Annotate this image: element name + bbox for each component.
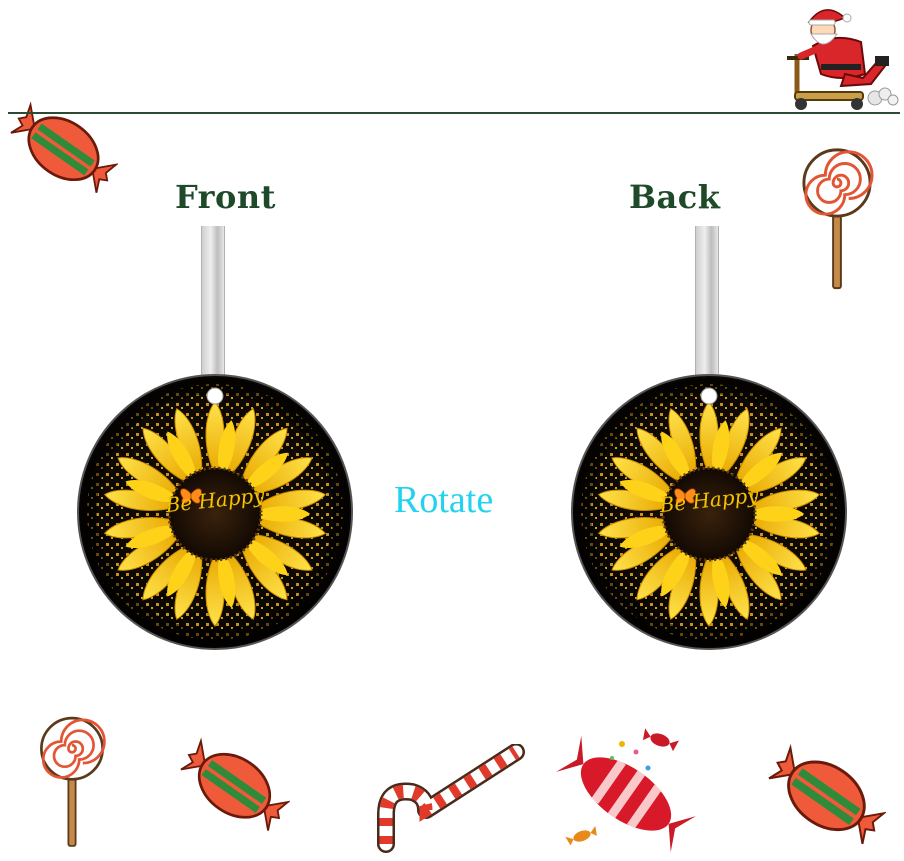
- candy-icon: [768, 736, 886, 854]
- divider-line: [8, 112, 900, 114]
- back-ornament: Be Happy: [569, 372, 849, 652]
- wrapped-candy-icon: [556, 728, 706, 858]
- candy-cane-icon: [356, 744, 536, 854]
- lollipop-icon: [36, 714, 108, 850]
- back-label: Back: [629, 178, 721, 216]
- ribbon-front: [201, 226, 225, 402]
- lollipop-icon: [798, 146, 876, 292]
- ribbon-back: [695, 226, 719, 402]
- front-label: Front: [175, 178, 276, 216]
- front-ornament: Be Happy: [75, 372, 355, 652]
- candy-icon: [10, 88, 118, 208]
- santa-scooter-icon: [775, 4, 899, 112]
- rotate-label: Rotate: [394, 479, 494, 521]
- candy-icon: [180, 730, 290, 840]
